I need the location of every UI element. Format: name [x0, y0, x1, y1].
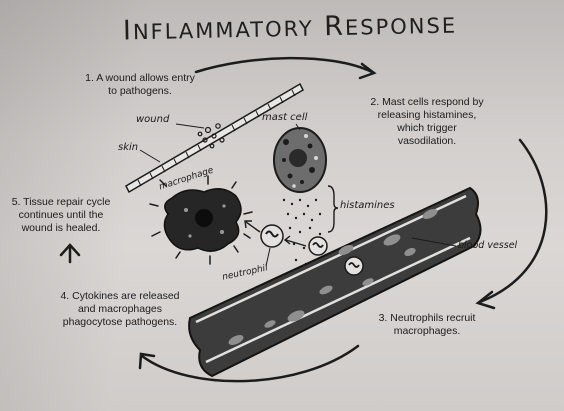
mast-cell-pointer — [295, 123, 301, 131]
histamines-brace — [327, 185, 339, 233]
step-2-text: 2. Mast cells respond by releasing hista… — [370, 96, 484, 147]
blood-vessel — [188, 186, 482, 378]
neutrophils — [244, 220, 364, 276]
arrowhead-step4 — [59, 243, 81, 257]
step-4-text: 4. Cytokines are released and macrophage… — [60, 290, 180, 328]
wound-pointer — [175, 123, 205, 129]
neutrophil-3 — [344, 256, 364, 276]
arrow-step2-to-step3 — [478, 138, 548, 304]
macrophage — [149, 175, 253, 265]
cytokine-marks — [149, 175, 253, 265]
neutrophil-1 — [260, 224, 284, 248]
arrowhead-step2 — [475, 290, 496, 310]
step-3-text: 3. Neutrophils recruit macrophages. — [378, 312, 476, 337]
neutrophil-migration-arrow — [285, 239, 307, 247]
arrow-step1-to-step2 — [194, 56, 374, 74]
step-5-text: 5. Tissue repair cycle continues until t… — [11, 196, 111, 234]
mast-cell — [273, 123, 327, 193]
label-histamines: histamines — [340, 200, 395, 211]
cycle-arrows — [59, 56, 548, 383]
neutrophil-to-macrophage-arrow — [245, 221, 261, 233]
arrowhead-step3 — [138, 352, 156, 370]
blood-vessel-pointer — [411, 237, 457, 247]
label-wound: wound — [136, 114, 170, 125]
skin-pointer — [139, 149, 161, 163]
wound-pathogens — [197, 123, 225, 149]
label-blood-vessel: blood vessel — [458, 240, 518, 251]
label-skin: skin — [118, 142, 139, 153]
step-1-text: 1. A wound allows entry to pathogens. — [85, 72, 195, 97]
neutrophil-pointer — [265, 247, 271, 267]
red-blood-cells — [228, 209, 438, 345]
label-mast-cell: mast cell — [262, 112, 308, 123]
neutrophil-2 — [308, 236, 328, 256]
arrowhead-step1 — [358, 62, 377, 80]
skin-strip — [125, 82, 304, 194]
arrow-step3-to-step4 — [140, 344, 360, 383]
